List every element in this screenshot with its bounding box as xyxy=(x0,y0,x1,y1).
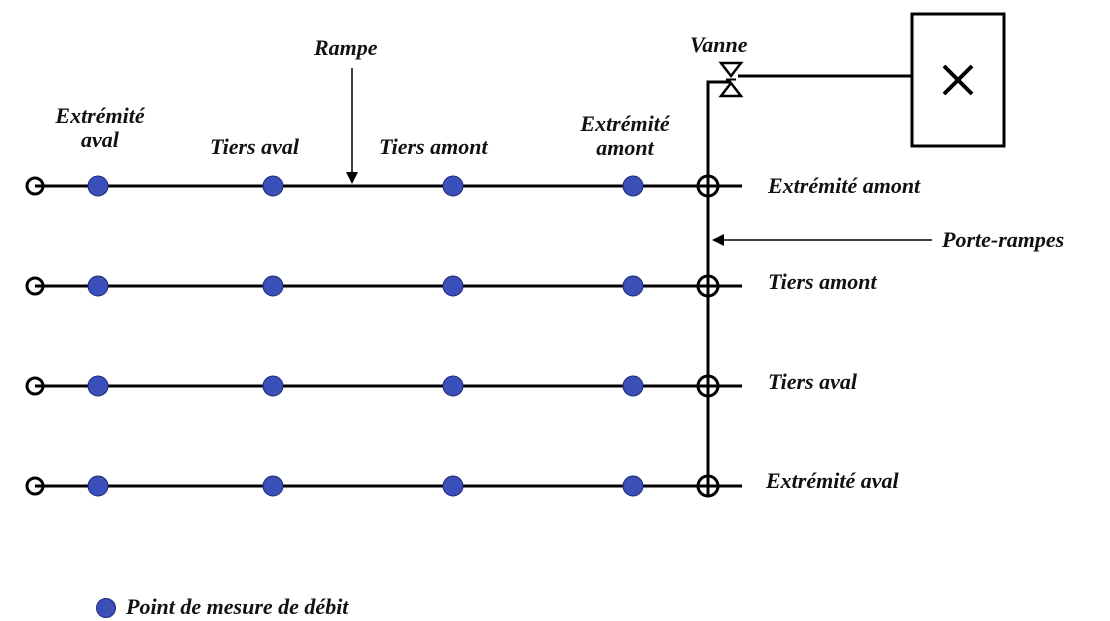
measure-point xyxy=(87,375,109,397)
porte-rampes-arrowhead xyxy=(712,234,724,246)
label-line: amont xyxy=(596,135,654,160)
label-position-extremite-aval: Extrémité aval xyxy=(40,104,160,152)
label-position-tiers-amont: Tiers amont xyxy=(379,134,488,159)
label-row-extremite-aval: Extrémité aval xyxy=(766,468,899,493)
legend-label: Point de mesure de débit xyxy=(126,594,349,619)
measure-point xyxy=(87,475,109,497)
label-vanne: Vanne xyxy=(690,32,748,57)
label-row-tiers-aval: Tiers aval xyxy=(768,369,857,394)
label-rampe: Rampe xyxy=(314,35,378,60)
rampe-arrowhead xyxy=(346,172,358,184)
measure-point xyxy=(87,275,109,297)
measure-point xyxy=(442,175,464,197)
label-position-tiers-aval: Tiers aval xyxy=(210,134,299,159)
junction-icon xyxy=(696,474,720,498)
measure-point xyxy=(87,175,109,197)
legend-measure-point-icon xyxy=(96,598,116,618)
box-x-stroke-2 xyxy=(942,64,974,96)
lateral-end-cap-icon xyxy=(25,176,48,196)
label-porte-rampes: Porte-rampes xyxy=(942,227,1065,252)
junction-icon xyxy=(696,174,720,198)
lateral-end-cap-icon xyxy=(25,376,48,396)
measure-point xyxy=(442,275,464,297)
label-position-extremite-amont: Extrémité amont xyxy=(560,112,690,160)
measure-point xyxy=(262,375,284,397)
valve-icon xyxy=(718,61,744,98)
measure-point xyxy=(442,375,464,397)
lateral-end-cap-icon xyxy=(25,276,48,296)
valve-to-manifold-pipe xyxy=(706,80,731,186)
label-line: aval xyxy=(81,127,119,152)
measure-point xyxy=(262,275,284,297)
junction-icon xyxy=(696,374,720,398)
label-row-tiers-amont: Tiers amont xyxy=(768,269,877,294)
label-row-extremite-amont: Extrémité amont xyxy=(768,173,921,198)
junction-icon xyxy=(696,274,720,298)
label-line: Extrémité xyxy=(55,103,145,128)
measure-point xyxy=(262,475,284,497)
measure-point xyxy=(442,475,464,497)
label-line: Extrémité xyxy=(580,111,670,136)
measure-point xyxy=(622,175,644,197)
measure-point xyxy=(622,275,644,297)
measure-point xyxy=(622,475,644,497)
lateral-end-cap-icon xyxy=(25,476,48,496)
measure-point xyxy=(622,375,644,397)
measure-point xyxy=(262,175,284,197)
